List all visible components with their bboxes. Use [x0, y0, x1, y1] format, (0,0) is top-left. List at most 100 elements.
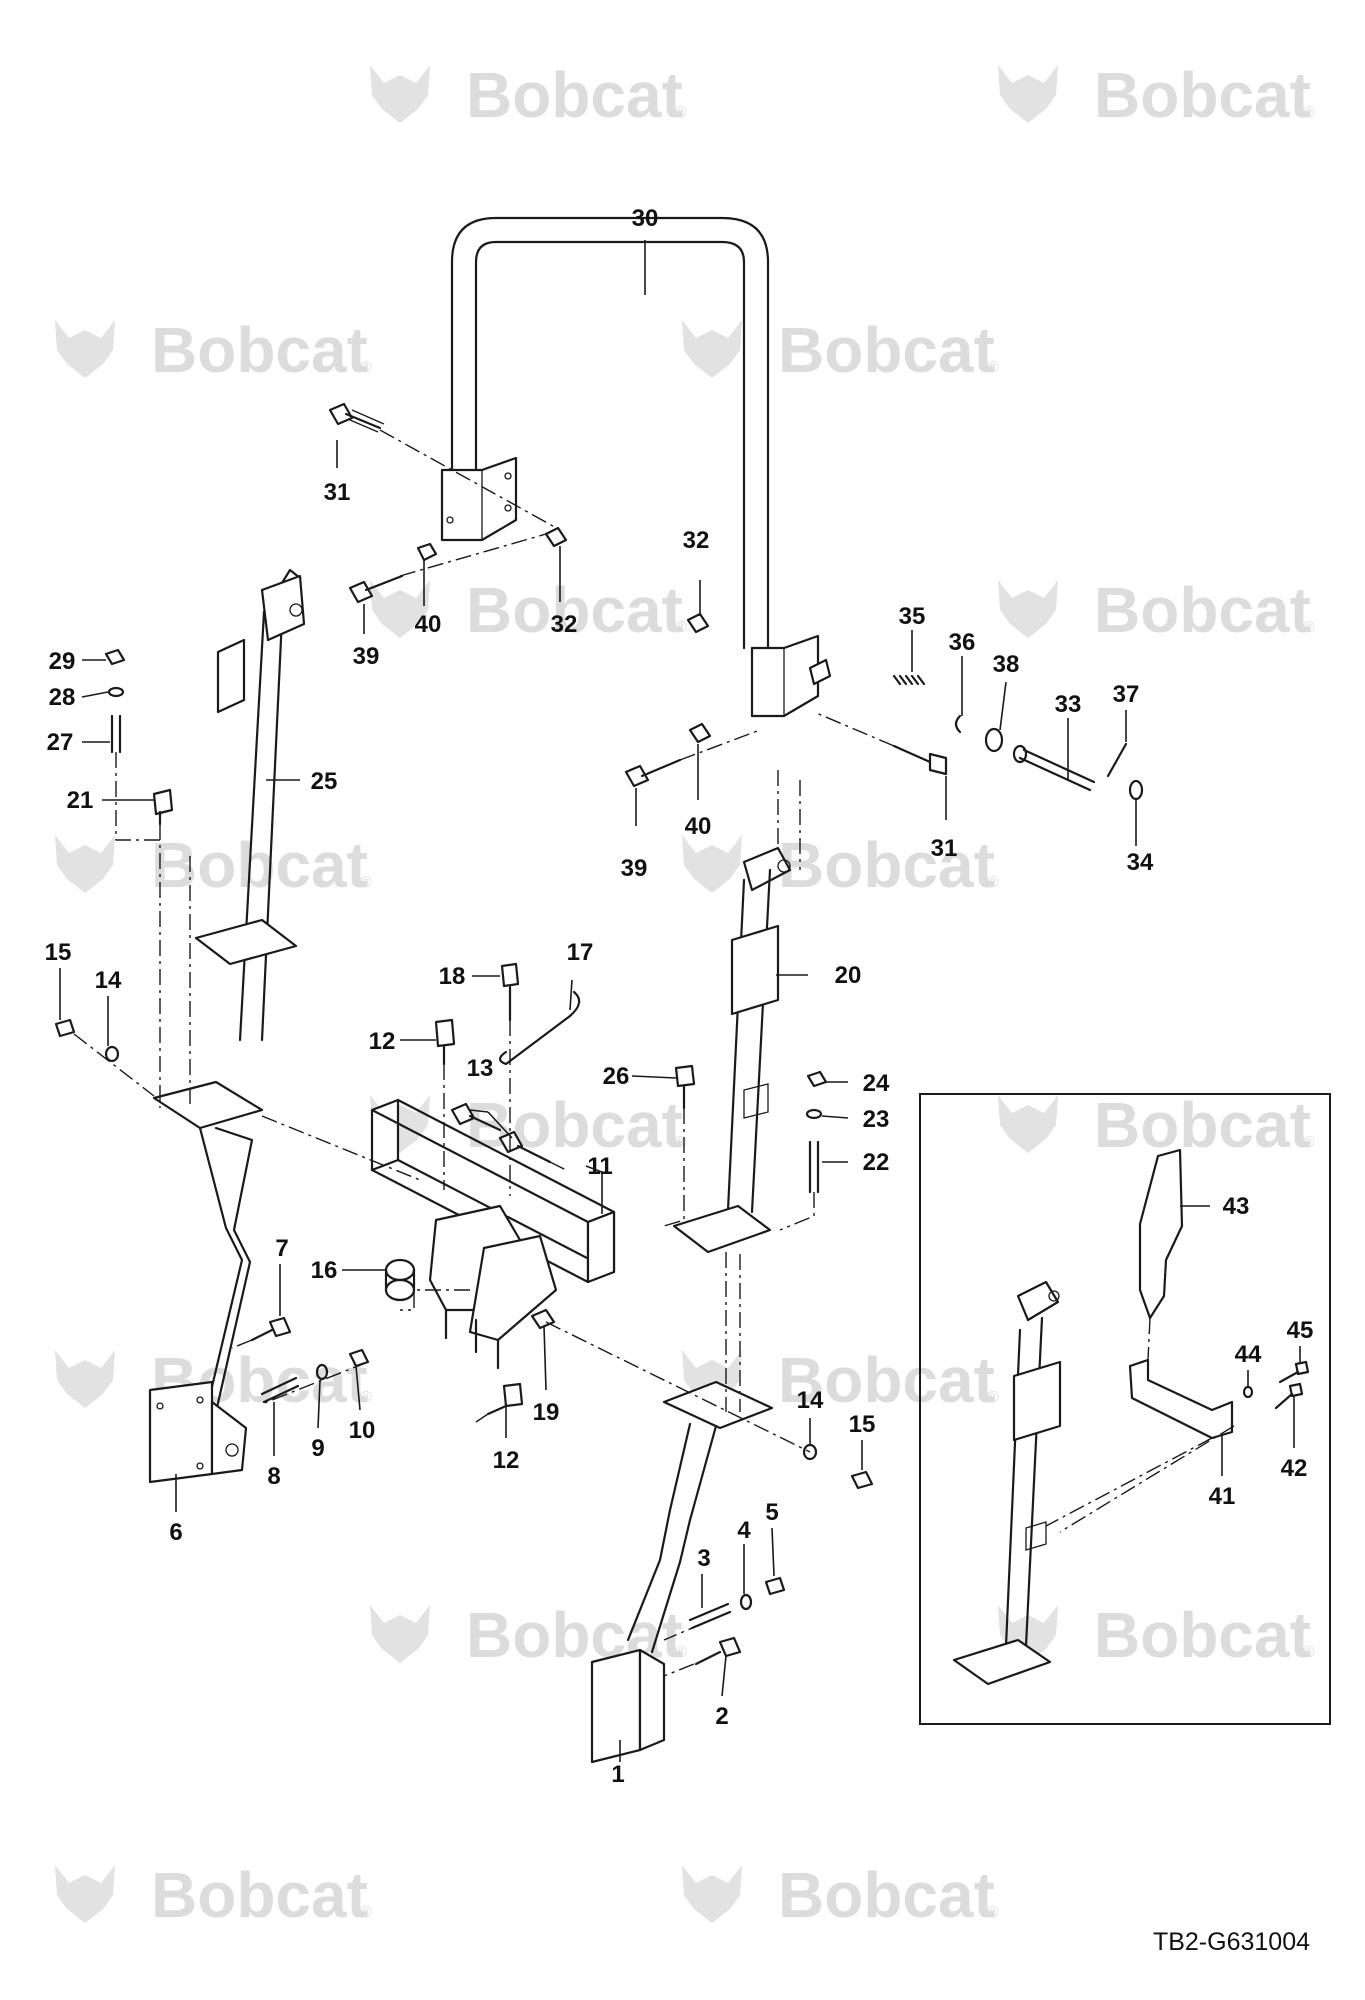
watermark-brand-text: Bobcat — [1094, 1089, 1311, 1161]
callout-13: 13 — [467, 1055, 494, 1082]
right-lower-bracket — [590, 1380, 874, 1764]
watermark-registered-mark: ® — [987, 874, 999, 891]
callout-44: 44 — [1235, 1341, 1262, 1368]
watermark-registered-mark: ® — [360, 359, 372, 376]
callout-23: 23 — [863, 1106, 890, 1133]
watermark-brand-text: Bobcat — [778, 1859, 995, 1931]
callout-4: 4 — [737, 1517, 751, 1544]
bobcat-logo-icon — [682, 835, 742, 893]
watermark-brand-text: Bobcat — [1094, 574, 1311, 646]
bobcat-logo-icon — [55, 320, 115, 378]
callout-29: 29 — [49, 648, 76, 675]
watermark-brand-text: Bobcat — [466, 59, 683, 131]
watermark-registered-mark: ® — [1303, 104, 1315, 121]
callout-15: 15 — [849, 1411, 876, 1438]
callout-7: 7 — [275, 1235, 288, 1262]
callout-43: 43 — [1223, 1193, 1250, 1220]
bobcat-watermark: Bobcat® — [370, 574, 687, 646]
callout-9: 9 — [311, 1435, 324, 1462]
callout-15: 15 — [45, 939, 72, 966]
callout-25: 25 — [311, 768, 338, 795]
bobcat-watermark: Bobcat® — [370, 59, 687, 131]
callout-27: 27 — [47, 729, 74, 756]
callout-2: 2 — [715, 1703, 728, 1730]
callout-37: 37 — [1113, 681, 1140, 708]
watermark-brand-text: Bobcat — [151, 829, 368, 901]
callout-8: 8 — [267, 1463, 280, 1490]
callout-14: 14 — [95, 967, 122, 994]
callout-11: 11 — [587, 1153, 612, 1180]
bobcat-logo-icon — [682, 1865, 742, 1923]
callout-31: 31 — [931, 835, 958, 862]
bobcat-logo-icon — [55, 1350, 115, 1408]
drawing-code: TB2-G631004 — [1153, 1928, 1310, 1956]
callout-28: 28 — [49, 684, 76, 711]
bobcat-logo-icon — [370, 65, 430, 123]
callout-10: 10 — [349, 1417, 376, 1444]
watermark-registered-mark: ® — [360, 1904, 372, 1921]
callout-24: 24 — [863, 1070, 890, 1097]
callout-39: 39 — [621, 855, 648, 882]
bobcat-watermark: Bobcat® — [998, 1089, 1315, 1161]
callout-leaders — [59, 240, 1301, 1762]
bobcat-watermark: Bobcat® — [998, 1599, 1315, 1671]
watermark-brand-text: Bobcat — [778, 829, 995, 901]
watermark-brand-text: Bobcat — [466, 574, 683, 646]
bobcat-logo-icon — [370, 580, 430, 638]
watermark-registered-mark: ® — [675, 104, 687, 121]
callout-labels: 30 31 39 40 32 32 35 36 38 33 37 34 39 4… — [45, 205, 1314, 1788]
callout-12: 12 — [493, 1447, 520, 1474]
callout-33: 33 — [1055, 691, 1082, 718]
callout-30: 30 — [632, 205, 659, 232]
bobcat-watermark: Bobcat® — [998, 59, 1315, 131]
assembly-centerlines — [73, 429, 895, 1677]
inset-detail — [952, 1148, 1310, 1686]
watermark-brand-text: Bobcat — [466, 1089, 683, 1161]
watermark-brand-text: Bobcat — [1094, 59, 1311, 131]
bobcat-logo-icon — [998, 580, 1058, 638]
left-lower-bracket — [148, 1080, 370, 1484]
bobcat-watermark: Bobcat® — [55, 829, 372, 901]
watermark-layer: Bobcat®Bobcat®Bobcat®Bobcat®Bobcat®Bobca… — [55, 59, 1315, 1931]
callout-19: 19 — [533, 1399, 560, 1426]
bobcat-watermark: Bobcat® — [682, 829, 999, 901]
cross-member — [370, 962, 616, 1416]
watermark-brand-text: Bobcat — [778, 314, 995, 386]
watermark-registered-mark: ® — [675, 619, 687, 636]
watermark-brand-text: Bobcat — [778, 1344, 995, 1416]
detail-inset-frame — [919, 1093, 1331, 1725]
callout-41: 41 — [1209, 1483, 1236, 1510]
watermark-registered-mark: ® — [675, 1134, 687, 1151]
callout-40: 40 — [685, 813, 712, 840]
bobcat-watermark: Bobcat® — [682, 314, 999, 386]
watermark-registered-mark: ® — [987, 359, 999, 376]
watermark-brand-text: Bobcat — [151, 314, 368, 386]
watermark-registered-mark: ® — [360, 874, 372, 891]
bobcat-logo-icon — [998, 1095, 1058, 1153]
watermark-registered-mark: ® — [1303, 1134, 1315, 1151]
watermark-brand-text: Bobcat — [1094, 1599, 1311, 1671]
bobcat-logo-icon — [370, 1605, 430, 1663]
bobcat-logo-icon — [682, 320, 742, 378]
callout-22: 22 — [863, 1149, 890, 1176]
callout-18: 18 — [439, 963, 466, 990]
watermark-registered-mark: ® — [1303, 1644, 1315, 1661]
callout-5: 5 — [765, 1499, 778, 1526]
callout-31: 31 — [324, 479, 351, 506]
callout-36: 36 — [949, 629, 976, 656]
callout-34: 34 — [1127, 849, 1154, 876]
watermark-registered-mark: ® — [675, 1644, 687, 1661]
watermark-registered-mark: ® — [987, 1389, 999, 1406]
watermark-brand-text: Bobcat — [151, 1859, 368, 1931]
right-stud-fasteners — [674, 1064, 828, 1194]
callout-1: 1 — [611, 1761, 624, 1788]
callout-12: 12 — [369, 1028, 396, 1055]
callout-38: 38 — [993, 651, 1020, 678]
callout-39: 39 — [353, 643, 380, 670]
watermark-registered-mark: ® — [360, 1389, 372, 1406]
callout-42: 42 — [1281, 1455, 1308, 1482]
left-upright-post — [194, 568, 306, 1042]
watermark-registered-mark: ® — [987, 1904, 999, 1921]
roll-bar-frame — [440, 216, 832, 718]
bobcat-logo-icon — [998, 65, 1058, 123]
